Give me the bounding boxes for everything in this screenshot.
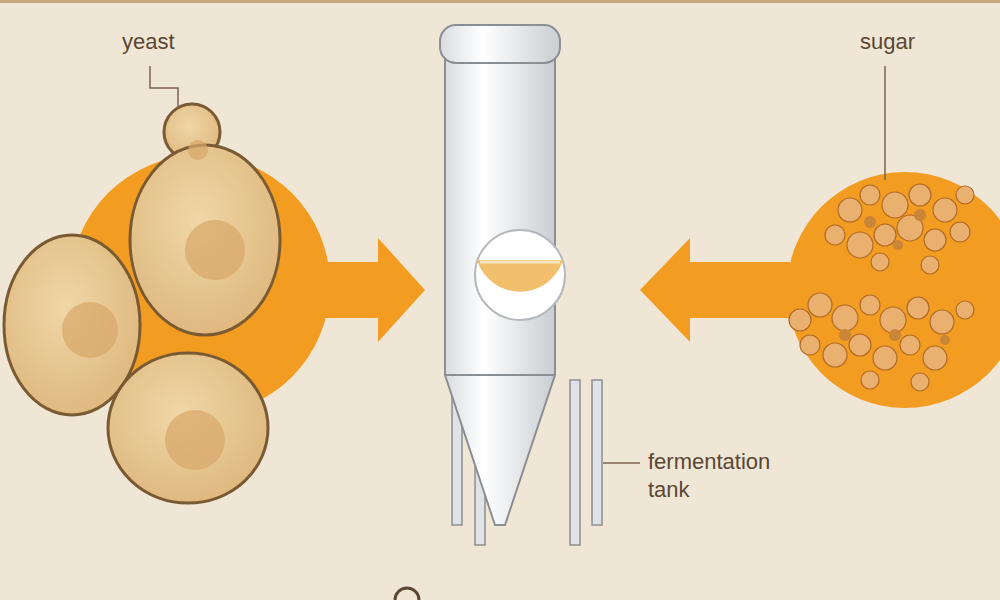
part-label: fermentation tank	[648, 448, 798, 503]
arrow-left	[640, 238, 790, 342]
part-label: sugar	[860, 28, 980, 56]
part-label: yeast	[122, 28, 242, 56]
tank-window	[475, 230, 565, 320]
bottom-icon	[395, 588, 419, 600]
sugar-molecules	[789, 184, 974, 391]
sugar-disc	[787, 172, 1000, 408]
top-rule	[0, 0, 1000, 3]
liquid-foam	[480, 261, 560, 264]
tank-liquid	[477, 260, 563, 292]
arrow-right	[300, 238, 425, 342]
yeast-cells	[4, 104, 280, 503]
yeast-nuclei	[62, 140, 245, 470]
